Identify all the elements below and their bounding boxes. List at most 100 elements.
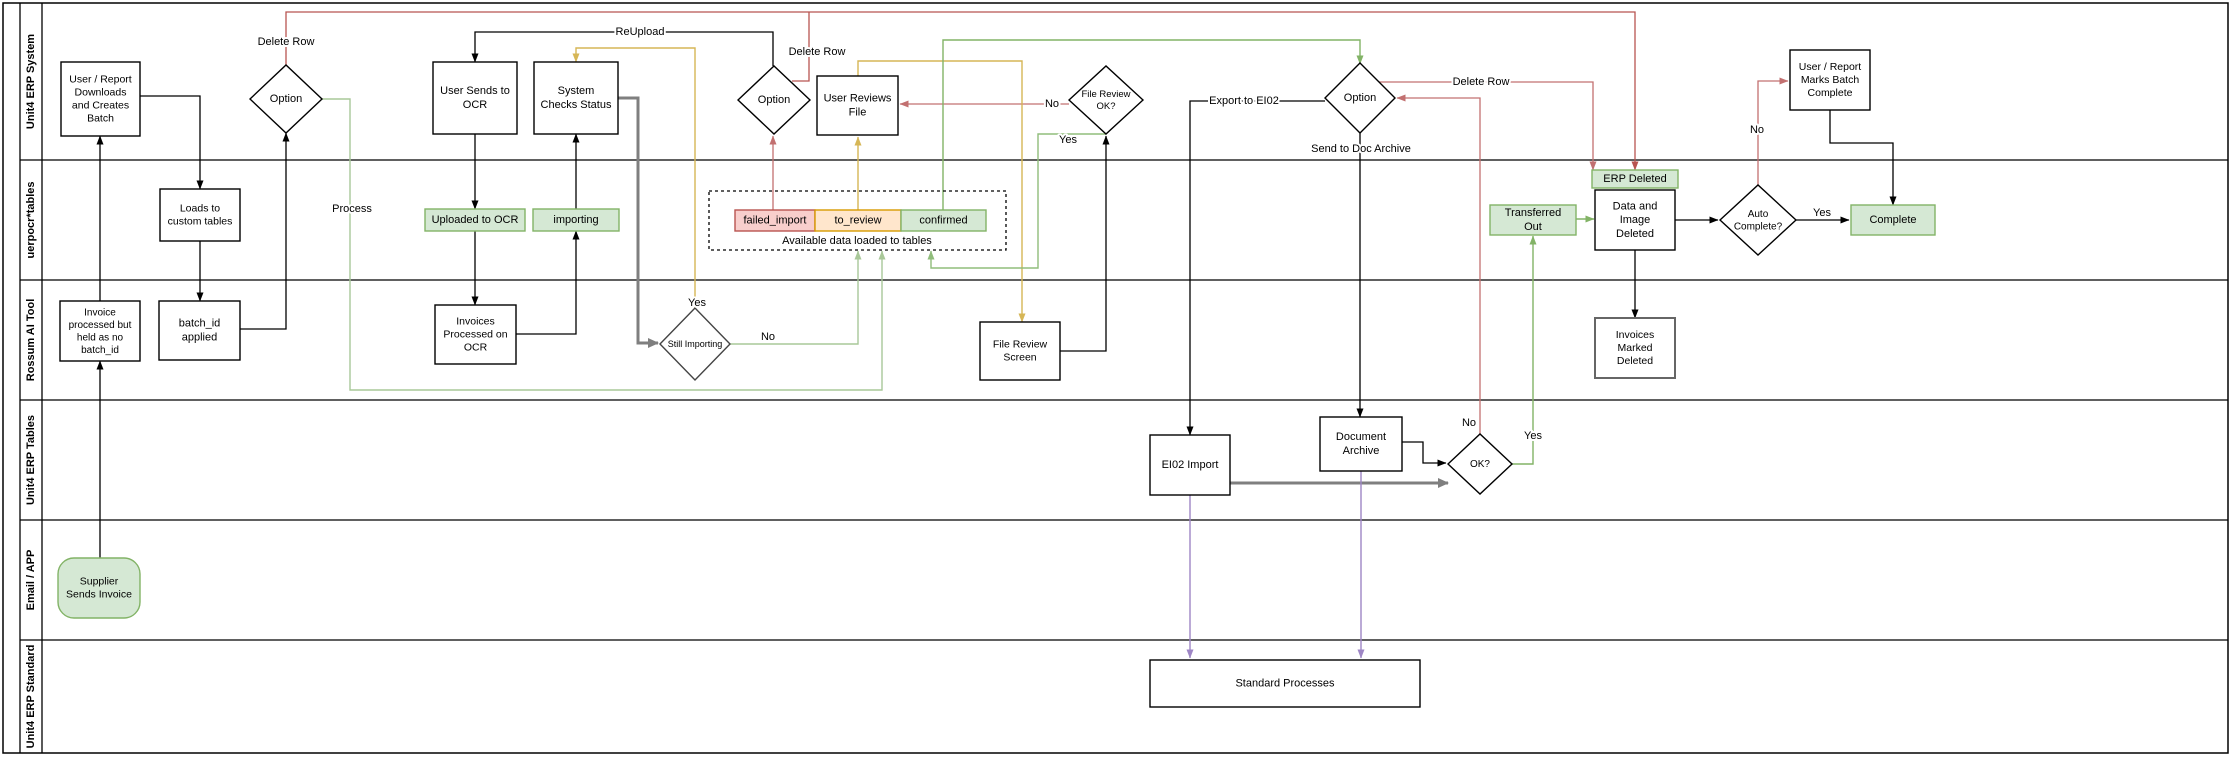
complete-label: Complete bbox=[1869, 214, 1916, 226]
node-uploaded-to-ocr: Uploaded to OCR bbox=[424, 208, 526, 232]
option1-shape bbox=[248, 64, 324, 134]
still-importing-label: Still Importing bbox=[668, 339, 723, 349]
label-deleterow-3: Delete Row bbox=[1453, 76, 1510, 88]
lane-label-unit4-erp-tables: Unit4 ERP Tables bbox=[25, 415, 37, 505]
loads-custom-tables-shape bbox=[159, 188, 241, 242]
label-export-ei02: Export to EI02 bbox=[1209, 95, 1279, 107]
edge-downloads-to-loads bbox=[140, 95, 204, 190]
user-report-marks-shape bbox=[1789, 49, 1871, 111]
edge-still-yes-loop bbox=[572, 47, 696, 308]
invoices-marked-deleted-shape bbox=[1594, 317, 1676, 379]
edge-deleterow-option3 bbox=[1378, 81, 1597, 171]
available-data-group-caption: Available data loaded to tables bbox=[782, 235, 932, 247]
label-ok-no: No bbox=[1462, 417, 1476, 429]
label-auto-no: No bbox=[1750, 124, 1764, 136]
transferred-out-shape bbox=[1489, 204, 1577, 236]
node-ei02-import: EI02 Import bbox=[1149, 434, 1231, 496]
importing-label: importing bbox=[553, 214, 598, 226]
ok-check-shape bbox=[1446, 433, 1514, 495]
label-still-no: No bbox=[761, 331, 775, 343]
confirmed-label: confirmed bbox=[919, 215, 967, 227]
node-confirmed: confirmed bbox=[900, 209, 987, 232]
node-standard-processes: Standard Processes bbox=[1149, 659, 1421, 708]
erp-deleted-label: ERP Deleted bbox=[1603, 173, 1666, 185]
node-importing: importing bbox=[532, 208, 620, 232]
edge-ok-yes-to-transferred bbox=[1512, 235, 1537, 465]
label-ok-yes: Yes bbox=[1524, 430, 1542, 442]
node-option1: Option bbox=[248, 64, 324, 134]
node-erp-deleted: ERP Deleted bbox=[1591, 169, 1679, 189]
standard-processes-label: Standard Processes bbox=[1235, 678, 1335, 690]
user-sends-ocr-shape bbox=[432, 61, 518, 135]
label-freview-no: No bbox=[1045, 98, 1059, 110]
option1-label: Option bbox=[270, 93, 302, 105]
batch-id-applied-shape bbox=[158, 300, 241, 361]
label-reupload: ReUpload bbox=[616, 26, 665, 38]
supplier-sends-invoice-shape bbox=[57, 557, 141, 619]
edge-export-to-ei02 bbox=[1186, 100, 1325, 436]
user-reviews-file-shape bbox=[816, 75, 899, 136]
edge-marks-to-complete bbox=[1829, 110, 1897, 206]
node-option2: Option bbox=[736, 65, 812, 135]
to-review-label: to_review bbox=[834, 215, 881, 227]
label-deleterow-2: Delete Row bbox=[789, 46, 846, 58]
node-available-data-group: Available data loaded to tables bbox=[708, 190, 1007, 251]
invoice-processed-held-shape bbox=[59, 300, 141, 362]
failed-import-label: failed_import bbox=[744, 215, 807, 227]
edge-batchid-to-option1 bbox=[240, 132, 290, 330]
edge-deleterow-trunk bbox=[285, 11, 1639, 171]
edge-still-no-route bbox=[730, 250, 862, 345]
label-deleterow-1: Delete Row bbox=[258, 36, 315, 48]
node-failed-import: failed_import bbox=[734, 209, 816, 232]
node-option3: Option bbox=[1324, 62, 1396, 134]
edge-ok-no-to-option3 bbox=[1396, 94, 1481, 434]
edge-auto-no-to-marks bbox=[1757, 77, 1789, 185]
edge-docarchive-to-ok bbox=[1402, 441, 1447, 467]
option3-label: Option bbox=[1344, 92, 1376, 104]
ei02-import-shape bbox=[1149, 434, 1231, 496]
user-report-downloads-shape bbox=[60, 61, 141, 137]
lane-label-email-app: Email / APP bbox=[25, 550, 37, 611]
complete-shape bbox=[1850, 204, 1936, 236]
invoices-processed-ocr-shape bbox=[434, 304, 517, 365]
node-complete: Complete bbox=[1850, 204, 1936, 236]
file-review-screen-shape bbox=[979, 321, 1061, 381]
node-to-review: to_review bbox=[814, 209, 902, 232]
lane-label-unit4-erp-standard: Unit4 ERP Standard bbox=[25, 645, 37, 749]
option2-shape bbox=[736, 65, 812, 135]
importing-shape bbox=[532, 208, 620, 232]
lane-label-uerpocr-tables: uerpocr*tables bbox=[25, 181, 37, 258]
document-archive-shape bbox=[1319, 416, 1403, 472]
edge-confirmed-to-option3 bbox=[942, 39, 1364, 210]
edge-system-to-still bbox=[618, 96, 659, 348]
system-checks-status-shape bbox=[533, 61, 619, 135]
ok-check-label: OK? bbox=[1470, 459, 1490, 470]
label-auto-yes: Yes bbox=[1813, 207, 1831, 219]
node-still-importing: Still Importing bbox=[659, 306, 731, 382]
confirmed-shape bbox=[900, 209, 987, 232]
